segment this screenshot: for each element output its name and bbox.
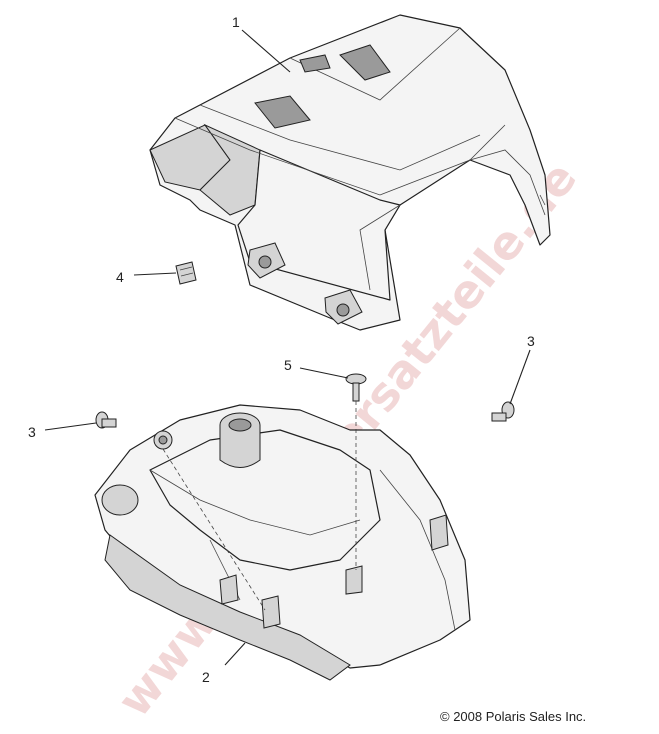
callout-1: 1 — [232, 14, 240, 30]
callout-4: 4 — [116, 269, 124, 285]
bolt-part-right — [491, 401, 515, 422]
screw-part-center — [345, 373, 367, 402]
callout-2: 2 — [202, 669, 210, 685]
bolt-part-left — [95, 411, 117, 429]
clip-part — [175, 261, 197, 285]
callout-3-right: 3 — [527, 333, 535, 349]
leader-lines — [44, 29, 531, 666]
lower-housing-part — [94, 404, 471, 681]
upper-cover-part — [149, 14, 551, 331]
callout-3-left: 3 — [28, 424, 36, 440]
callout-5: 5 — [284, 357, 292, 373]
copyright-text: © 2008 Polaris Sales Inc. — [440, 709, 586, 724]
